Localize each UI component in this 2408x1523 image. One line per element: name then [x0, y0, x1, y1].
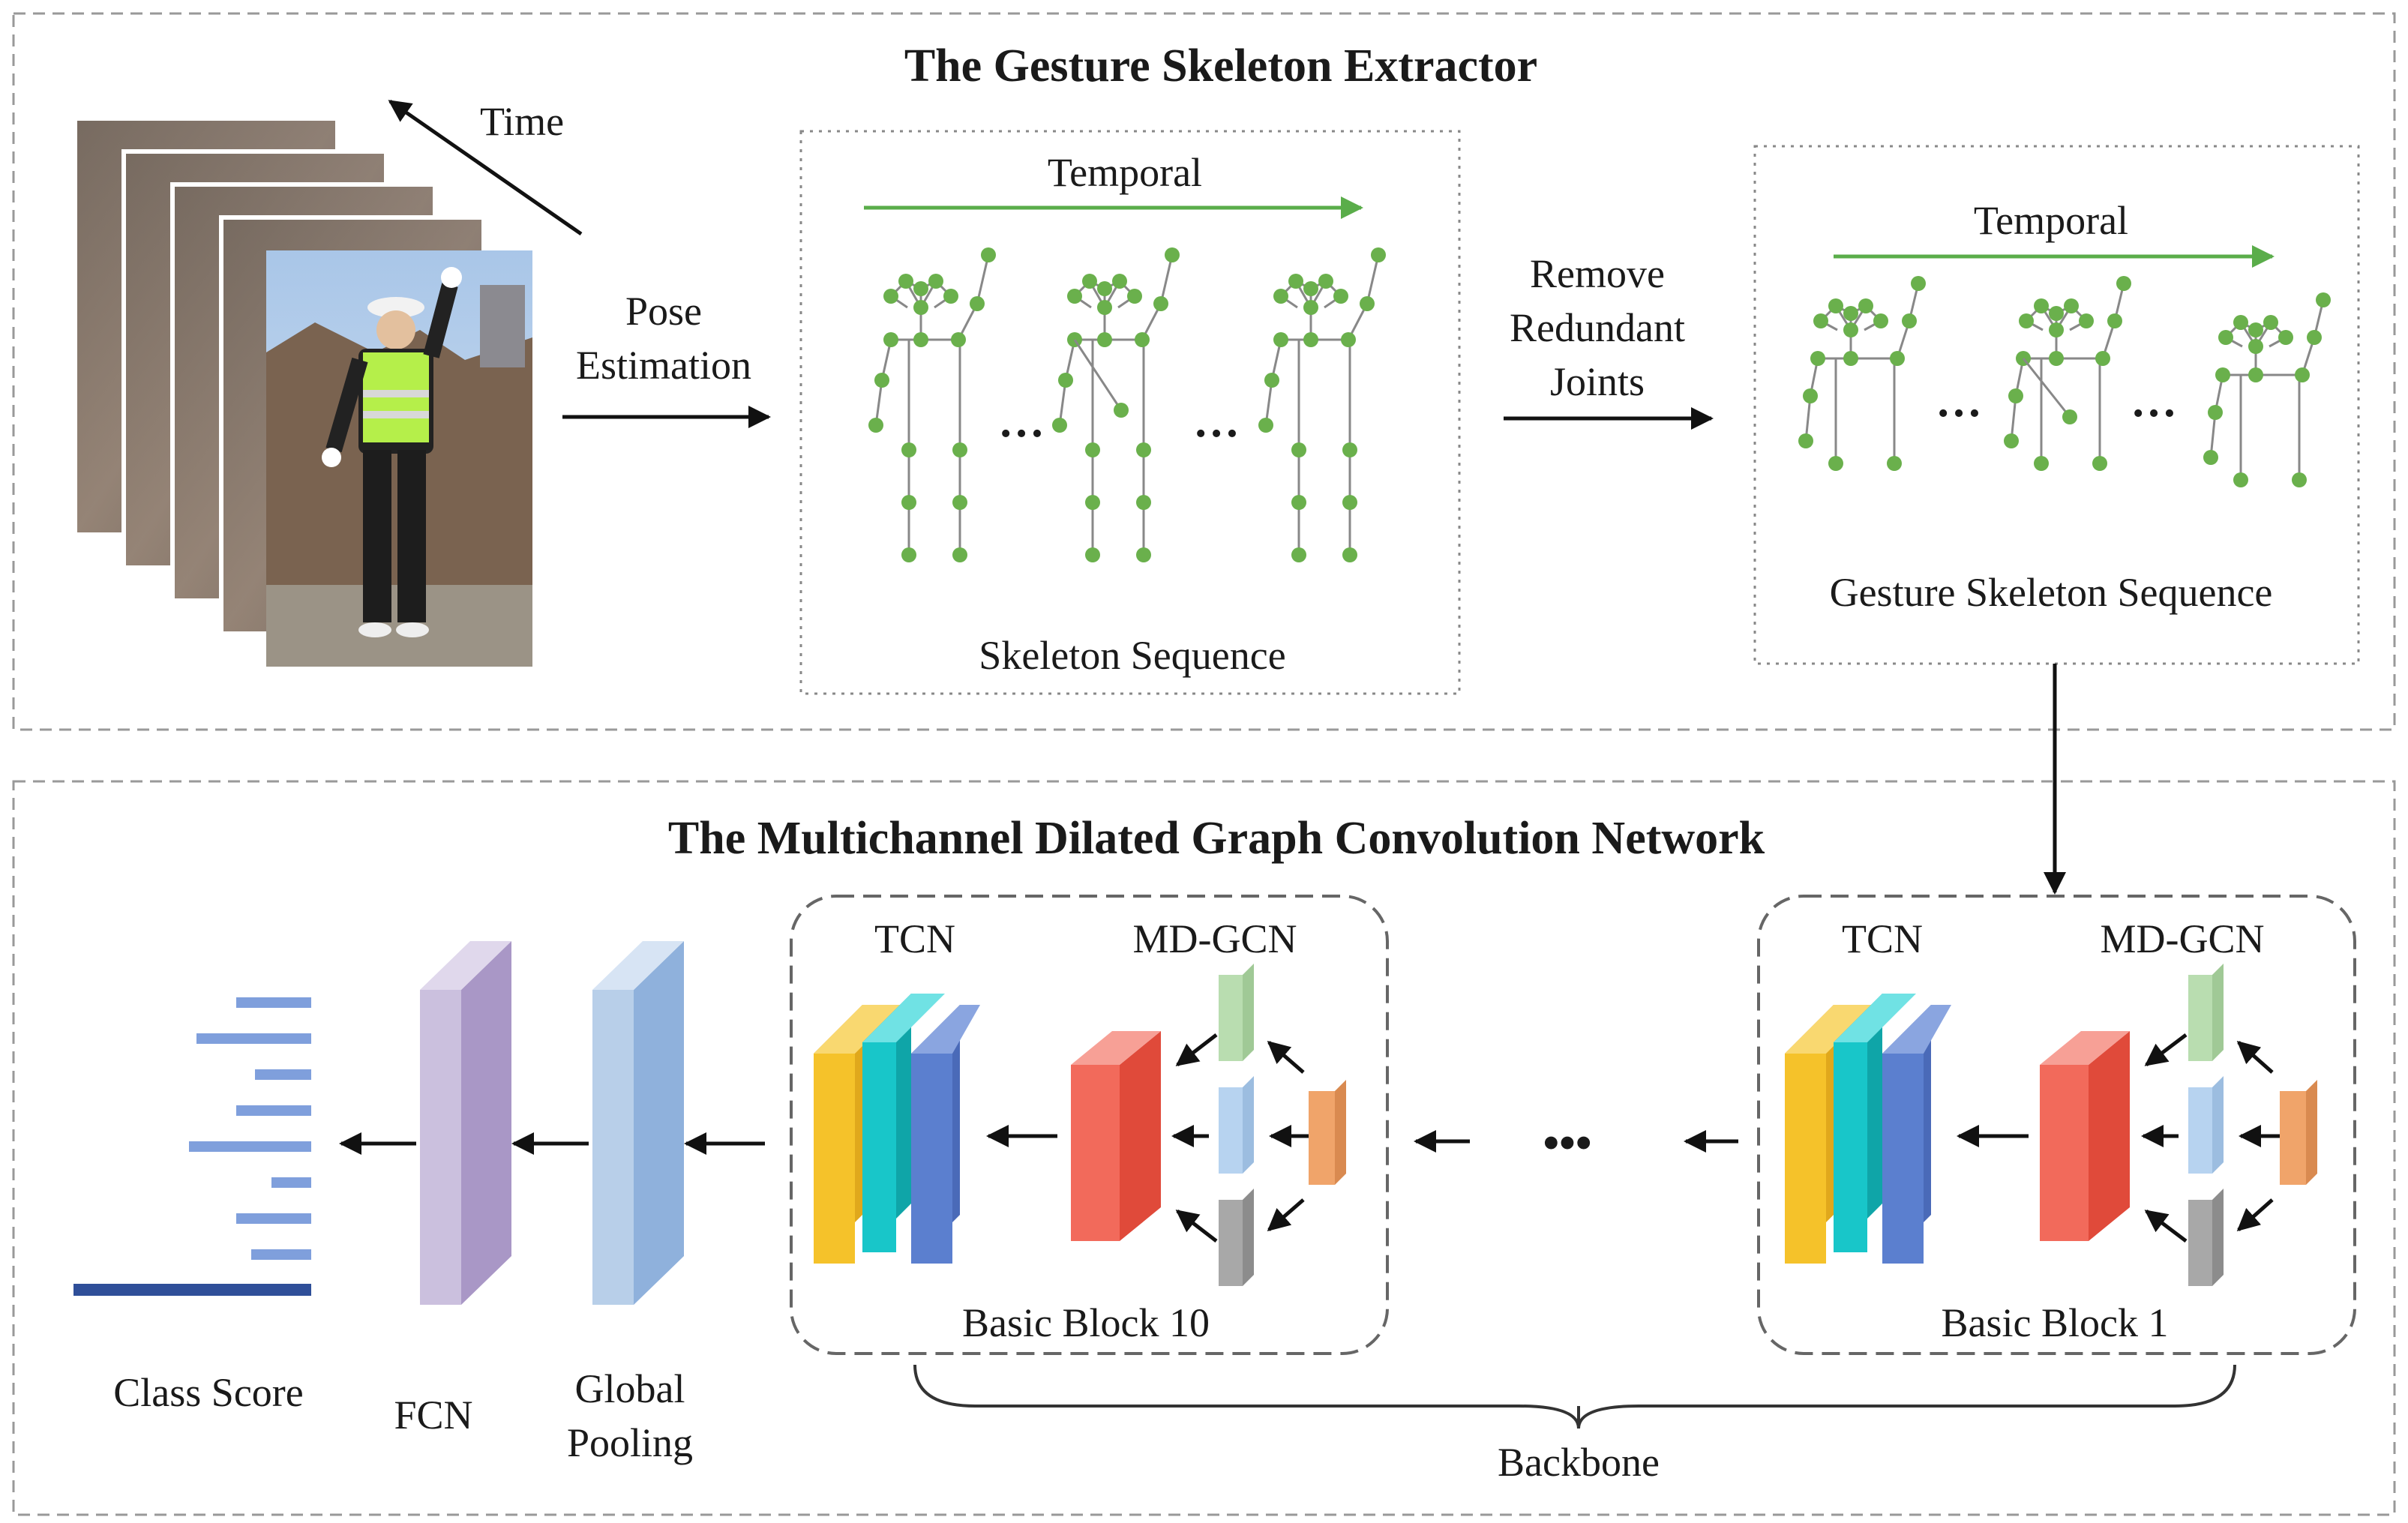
- fcn-layer: [420, 941, 511, 1305]
- temporal-label: Temporal: [1048, 150, 1202, 195]
- gesture-skeleton-figure: [2004, 276, 2131, 471]
- block1-mdgcn-green: [2188, 964, 2224, 1061]
- ellipsis-marker: …: [1193, 396, 1240, 447]
- block1-gcn-layer: [2040, 1031, 2130, 1241]
- score-bar: [196, 1033, 311, 1044]
- block1-name: Basic Block 1: [1942, 1300, 2169, 1345]
- basic-block-10: TCN MD-GCN: [790, 895, 1389, 1355]
- block10-tcn-layers: [814, 994, 980, 1264]
- block10-mdgcn-gray: [1219, 1189, 1254, 1286]
- block10-mdgcn-blue: [1219, 1076, 1254, 1174]
- remove-redundant-label-3: Joints: [1550, 359, 1645, 404]
- score-bar: [271, 1177, 311, 1188]
- block10-mdgcn-orange: [1309, 1080, 1346, 1185]
- network-title: The Multichannel Dilated Graph Convoluti…: [668, 813, 1765, 864]
- blocks-ellipsis: •••: [1543, 1118, 1591, 1169]
- block10-mdgcn-label: MD-GCN: [1132, 916, 1297, 961]
- block10-name: Basic Block 10: [962, 1300, 1210, 1345]
- class-score-bars: [73, 997, 311, 1296]
- global-pooling-layer: [592, 941, 684, 1305]
- block10-gcn-layer: [1071, 1031, 1161, 1241]
- time-arrow: [388, 99, 583, 236]
- ellipsis-marker: …: [2131, 376, 2177, 427]
- pose-estimation-label-2: Estimation: [576, 343, 751, 388]
- network-panel: [12, 780, 2396, 1516]
- ellipsis-marker: …: [998, 396, 1045, 447]
- video-frame-front: [266, 250, 532, 667]
- block1-mdgcn-label: MD-GCN: [2100, 916, 2264, 961]
- score-bar: [236, 1105, 311, 1116]
- skeleton-figure: [868, 247, 996, 562]
- block10-mdgcn-green: [1219, 964, 1254, 1061]
- block1-mdgcn-blue: [2188, 1076, 2224, 1174]
- time-label: Time: [480, 99, 564, 144]
- skeleton-figure: [1258, 247, 1386, 562]
- basic-block-1: TCN MD-GCN: [1757, 895, 2356, 1355]
- skeleton-sequence-box: [799, 130, 1461, 695]
- backbone-brace: [913, 1364, 2236, 1429]
- block1-tcn-layers: [1785, 994, 1951, 1264]
- remove-redundant-label-1: Remove: [1530, 251, 1665, 296]
- ellipsis-marker: …: [1936, 376, 1982, 427]
- block1-mdgcn-gray: [2188, 1189, 2224, 1286]
- fcn-label: FCN: [394, 1393, 472, 1438]
- score-bar: [236, 997, 311, 1008]
- gesture-skeleton-sequence-label: Gesture Skeleton Sequence: [1830, 570, 2273, 615]
- score-bar-top: [73, 1284, 311, 1296]
- video-frames-stack: [73, 116, 532, 667]
- pose-estimation-label: Pose: [625, 289, 702, 334]
- block1-mdgcn-orange: [2280, 1080, 2317, 1185]
- score-bar: [251, 1249, 311, 1260]
- block10-tcn-label: TCN: [874, 916, 955, 961]
- remove-redundant-label-2: Redundant: [1510, 305, 1685, 350]
- traffic-officer-figure: [322, 267, 462, 637]
- extractor-panel: [12, 12, 2396, 731]
- skeleton-figure: [1052, 247, 1180, 562]
- backbone-label: Backbone: [1498, 1440, 1660, 1485]
- score-bar: [236, 1213, 311, 1224]
- global-pooling-label-1: Global: [575, 1366, 685, 1411]
- gesture-skeleton-figure: [1798, 276, 1926, 471]
- block1-tcn-label: TCN: [1842, 916, 1923, 961]
- class-score-label: Class Score: [113, 1370, 303, 1415]
- score-bar: [255, 1069, 311, 1080]
- gesture-skeleton-figure: [2203, 292, 2331, 487]
- global-pooling-label-2: Pooling: [567, 1420, 693, 1465]
- gesture-temporal-label: Temporal: [1974, 198, 2128, 243]
- score-bar: [189, 1141, 311, 1152]
- extractor-title: The Gesture Skeleton Extractor: [904, 40, 1537, 91]
- skeleton-sequence-label: Skeleton Sequence: [979, 633, 1285, 678]
